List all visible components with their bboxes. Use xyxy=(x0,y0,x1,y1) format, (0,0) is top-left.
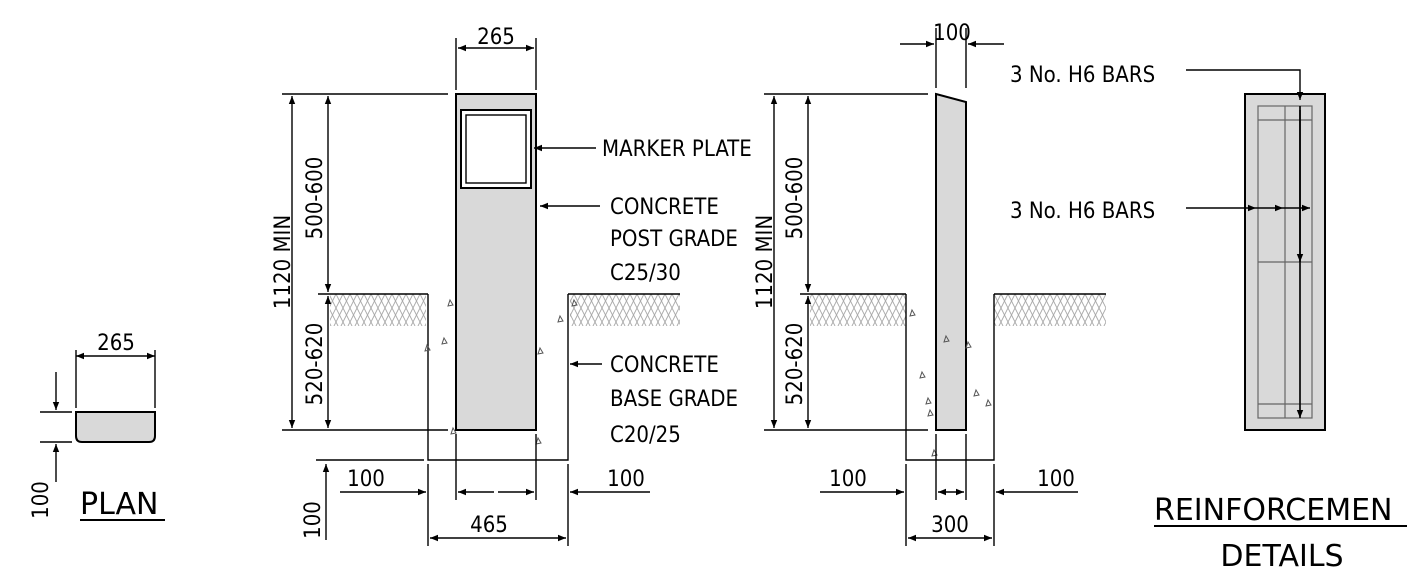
section-view: 1120 MIN 500-600 520-620 100 100 100 300 xyxy=(753,21,1106,546)
reinforcement-title-line2: DETAILS xyxy=(1220,539,1343,574)
marker-plate xyxy=(460,109,532,189)
section-right-clearance: 100 xyxy=(1037,467,1075,492)
section-top-thickness: 100 xyxy=(933,21,971,46)
elevation-above-ground: 500-600 xyxy=(303,157,328,240)
base-grade-line3: C20/25 xyxy=(610,423,681,448)
reinforcement-title-line1: REINFORCEMEN xyxy=(1154,493,1393,528)
plan-title: PLAN xyxy=(80,487,158,522)
section-concrete-post xyxy=(935,92,967,431)
elevation-left-clearance: 100 xyxy=(347,467,385,492)
base-grade-line1: CONCRETE xyxy=(610,353,719,378)
section-concrete-base xyxy=(905,294,995,461)
section-above-ground: 500-600 xyxy=(783,157,808,240)
post-grade-line2: POST GRADE xyxy=(610,227,738,252)
elevation-view: 1120 MIN 500-600 520-620 265 100 100 465… xyxy=(271,25,752,546)
post-grade-line3: C25/30 xyxy=(610,261,681,286)
elevation-concrete-base xyxy=(427,294,569,461)
bars-mid-label: 3 No. H6 BARS xyxy=(1010,199,1155,224)
elevation-overall-height: 1120 MIN xyxy=(271,215,296,309)
base-grade-line2: BASE GRADE xyxy=(610,387,738,412)
elevation-right-clearance: 100 xyxy=(607,467,645,492)
marker-plate-label: MARKER PLATE xyxy=(602,137,752,162)
plan-height-label: 100 xyxy=(29,481,54,519)
section-base-width: 300 xyxy=(931,513,969,538)
bars-top-label: 3 No. H6 BARS xyxy=(1010,63,1155,88)
post-grade-line1: CONCRETE xyxy=(610,195,719,220)
plan-post-outline xyxy=(75,411,156,443)
elevation-base-width: 465 xyxy=(470,513,508,538)
reinforcement-view: 3 No. H6 BARS 3 No. H6 BARS REINFORCEMEN… xyxy=(1010,63,1407,574)
section-below-ground: 520-620 xyxy=(783,323,808,406)
section-overall-height: 1120 MIN xyxy=(753,215,778,309)
plan-view: 265 100 PLAN xyxy=(29,331,165,522)
elevation-bottom-clearance: 100 xyxy=(301,501,326,539)
section-left-clearance: 100 xyxy=(829,467,867,492)
plan-width-label: 265 xyxy=(97,331,135,356)
elevation-below-ground: 520-620 xyxy=(303,323,328,406)
elevation-top-width: 265 xyxy=(477,25,515,50)
